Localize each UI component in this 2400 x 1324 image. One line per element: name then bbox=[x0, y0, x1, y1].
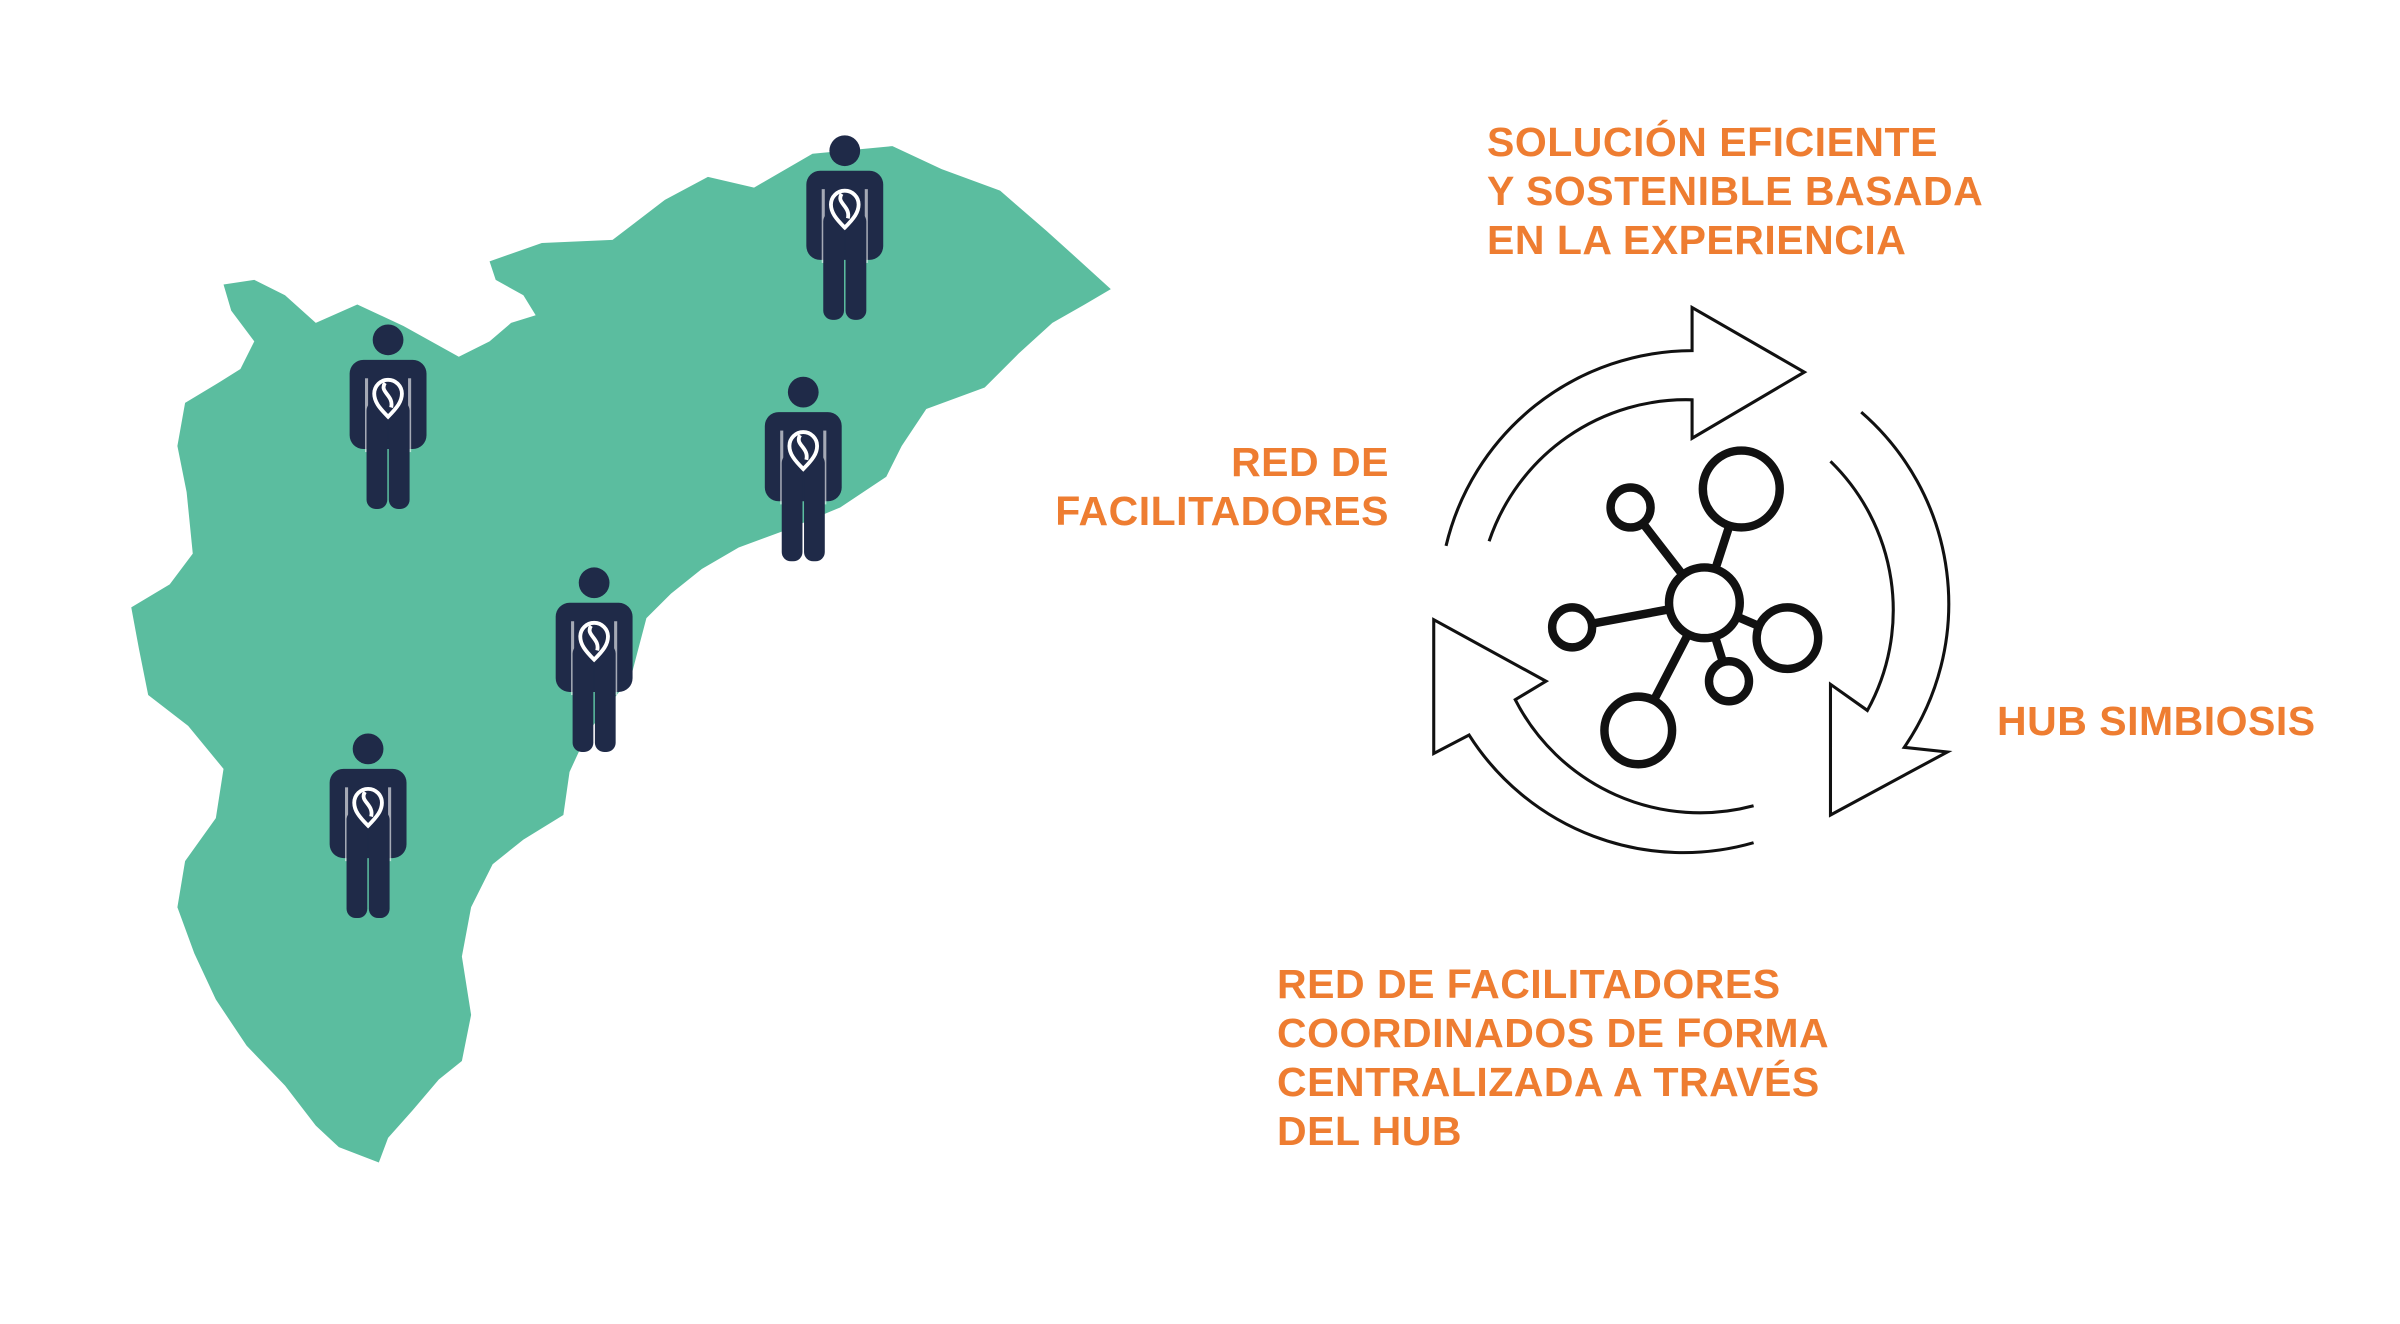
network-label: RED DE FACILITADORES bbox=[1055, 438, 1389, 536]
network-line: FACILITADORES bbox=[1055, 488, 1389, 534]
solution-line: SOLUCIÓN EFICIENTE bbox=[1487, 119, 1938, 165]
network-line: RED DE bbox=[1231, 439, 1389, 485]
coordination-line: CENTRALIZADA A TRAVÉS bbox=[1277, 1059, 1820, 1105]
network-cycle-icon bbox=[1432, 304, 1953, 855]
arrow-left-icon bbox=[1432, 617, 1755, 855]
solution-label: SOLUCIÓN EFICIENTE Y SOSTENIBLE BASADA E… bbox=[1487, 118, 1983, 265]
arrow-top-icon bbox=[1444, 304, 1808, 547]
coordination-line: RED DE FACILITADORES bbox=[1277, 961, 1781, 1007]
hub-label: HUB SIMBIOSIS bbox=[1997, 697, 2316, 746]
coordination-line: COORDINADOS DE FORMA bbox=[1277, 1010, 1830, 1056]
coordination-line: DEL HUB bbox=[1277, 1108, 1462, 1154]
coordination-label: RED DE FACILITADORES COORDINADOS DE FORM… bbox=[1277, 960, 1829, 1156]
hub-line: HUB SIMBIOSIS bbox=[1997, 698, 2316, 744]
solution-line: Y SOSTENIBLE BASADA bbox=[1487, 168, 1984, 214]
arrow-right-icon bbox=[1828, 410, 1953, 818]
solution-line: EN LA EXPERIENCIA bbox=[1487, 217, 1907, 263]
